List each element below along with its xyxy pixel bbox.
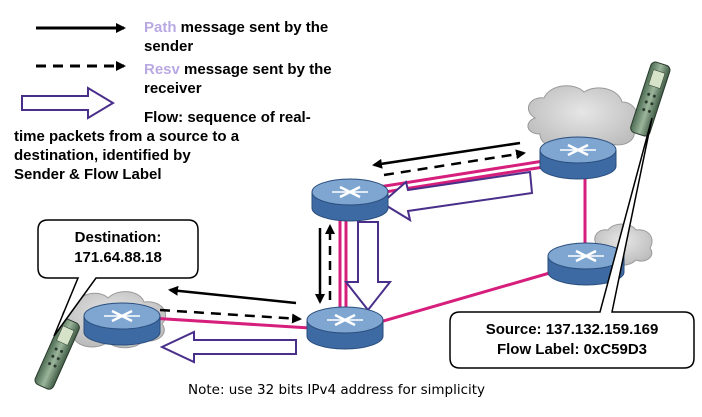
resv-keyword: Resv	[144, 61, 180, 78]
destination-label: Destination:	[74, 229, 162, 246]
source-text: Source: 137.132.159.169 Flow Label: 0xC5…	[452, 320, 692, 360]
source-callout	[449, 117, 695, 369]
flow-arrow	[380, 170, 534, 223]
flow-arrow	[343, 221, 393, 312]
legend-flow-line2: time packets from a source to a	[14, 128, 240, 145]
destination-address: 171.64.88.18	[74, 249, 162, 266]
destination-text: Destination: 171.64.88.18	[40, 228, 196, 268]
resv-arrow	[383, 149, 526, 177]
path-arrow	[168, 285, 297, 305]
legend-flow-text: Flow: sequence of real- time packets fro…	[14, 108, 311, 184]
path-keyword: Path	[144, 19, 177, 36]
legend-path-line2: sender	[144, 38, 194, 55]
legend-flow-line4: Sender & Flow Label	[14, 166, 162, 183]
legend-flow-arrow	[21, 86, 115, 120]
source-address: Source: 137.132.159.169	[485, 321, 659, 338]
path-arrow	[372, 141, 521, 169]
legend-path-line1: message sent by the	[176, 19, 329, 36]
destination-callout	[37, 219, 199, 337]
legend-flow-line3: destination, identified by	[14, 147, 191, 164]
router-icon	[83, 302, 161, 346]
router-icon	[306, 306, 384, 350]
legend-path-text: Path message sent by the sender	[144, 18, 328, 56]
flow-arrow	[159, 330, 297, 364]
cell-phone-icon	[630, 61, 671, 137]
legend-resv-line2: receiver	[144, 80, 202, 97]
cell-phone-icon	[34, 317, 80, 390]
legend-resv-text: Resv message sent by the receiver	[144, 60, 332, 98]
note-text: Note: use 32 bits IPv4 address for simpl…	[188, 382, 486, 398]
resv-arrow	[159, 308, 302, 324]
router-icon	[311, 178, 389, 222]
flow-label-value: Flow Label: 0xC59D3	[496, 341, 648, 358]
router-icon	[539, 136, 617, 180]
network-links	[149, 158, 587, 330]
legend-flow-line1: Flow: sequence of real-	[144, 109, 311, 126]
legend-resv-line1: message sent by the	[179, 61, 332, 78]
router-icon	[547, 242, 625, 286]
